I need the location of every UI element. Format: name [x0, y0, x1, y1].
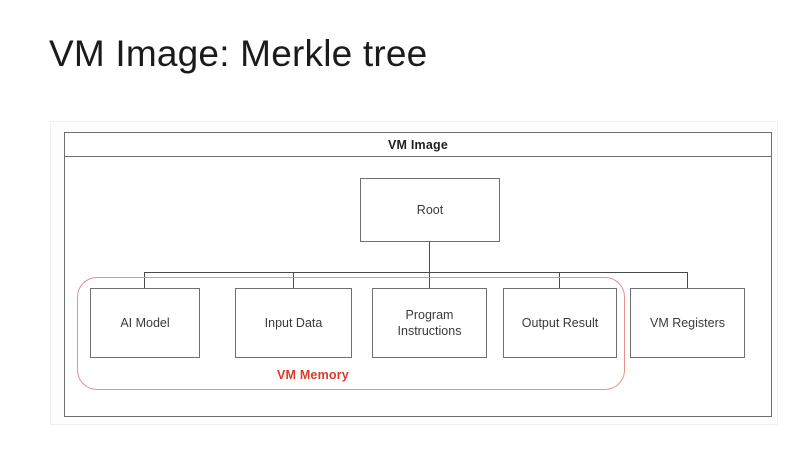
node-vm-registers-label: VM Registers — [649, 316, 726, 330]
node-root: Root — [360, 178, 500, 242]
vm-image-header: VM Image — [65, 133, 771, 157]
vm-image-header-label: VM Image — [388, 137, 448, 152]
node-output-result-label: Output Result — [521, 316, 599, 330]
node-ai-model-label: AI Model — [120, 316, 170, 330]
edge-drop-program — [428, 272, 430, 288]
edge-drop-ai-model — [144, 272, 146, 288]
vm-memory-group-outline — [77, 277, 625, 390]
node-output-result: Output Result — [503, 288, 617, 358]
node-root-label: Root — [416, 203, 444, 217]
page-title: VM Image: Merkle tree — [49, 33, 428, 74]
edge-drop-vm-registers — [687, 272, 689, 288]
edge-drop-output-result — [559, 272, 561, 288]
vm-memory-group-label: VM Memory — [277, 368, 349, 382]
node-vm-registers: VM Registers — [630, 288, 745, 358]
edge-drop-input-data — [292, 272, 294, 288]
edge-horizontal-bus — [145, 271, 688, 273]
node-program-instructions-label: Program Instructions — [397, 308, 462, 338]
node-input-data: Input Data — [235, 288, 352, 358]
node-input-data-label: Input Data — [264, 316, 323, 330]
node-program-instructions: Program Instructions — [372, 288, 487, 358]
node-ai-model: AI Model — [90, 288, 200, 358]
edge-root-stem — [429, 242, 431, 272]
